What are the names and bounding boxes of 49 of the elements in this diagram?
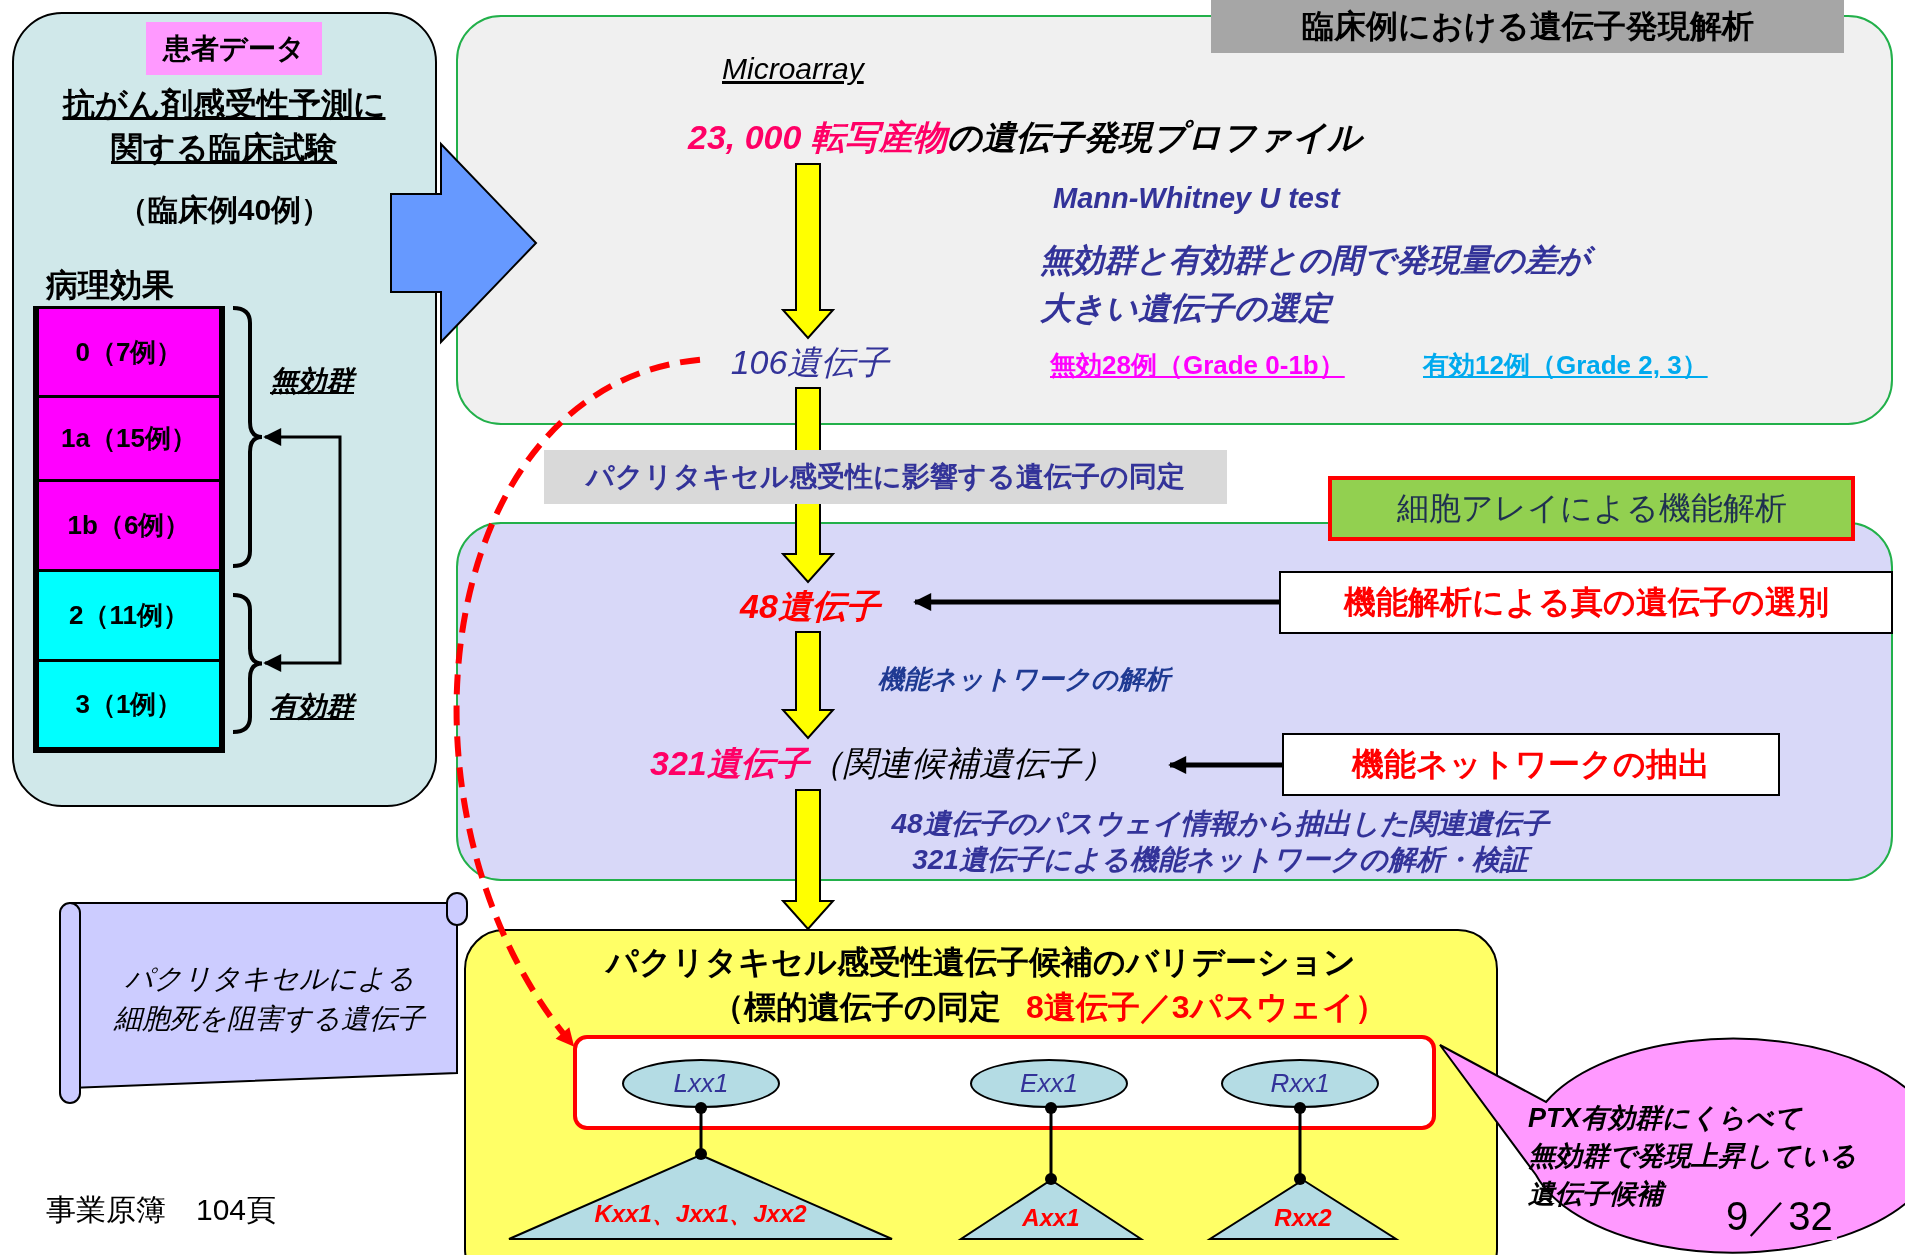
panel-heading: 臨床例における遺伝子発現解析: [1211, 0, 1844, 53]
page-reference: 事業原簿 104頁: [46, 1192, 277, 1228]
arrow: [1168, 756, 1282, 774]
edge-label: パクリタキセル感受性に影響する遺伝子の同定: [544, 450, 1227, 504]
gene-triangle: Kxx1、Jxx1、Jxx2: [508, 1154, 893, 1240]
group-count: 無効28例（Grade 0-1b）: [1050, 349, 1345, 382]
gene-count: 321遺伝子: [650, 743, 809, 784]
table-cell: 0（7例）: [33, 306, 225, 398]
connector-line: [695, 1102, 707, 1160]
table-cell: 2（11例）: [33, 569, 225, 662]
connector-line: [1045, 1102, 1057, 1185]
case-count: （臨床例40例）: [116, 192, 333, 228]
panel-title: パクリタキセル感受性遺伝子候補のバリデーション: [604, 943, 1357, 982]
double-arrow: [263, 428, 342, 672]
panel-heading: 細胞アレイによる機能解析: [1328, 476, 1855, 541]
block-arrow: [780, 631, 836, 740]
gene-ellipse: Rxx1: [1221, 1059, 1379, 1108]
panel-subtitle: （標的遺伝子の同定: [711, 988, 1001, 1027]
study-title: 抗がん剤感受性予測に関する臨床試験: [61, 85, 387, 168]
block-arrow: [390, 141, 538, 345]
table-heading: 病理効果: [46, 266, 174, 305]
note-box: 機能解析による真の遺伝子の選別: [1279, 571, 1893, 634]
criterion-note: 無効群と有効群との間で発現量の差が大きい遺伝子の選定: [1040, 236, 1600, 332]
gene-triangle: Rxx2: [1209, 1179, 1397, 1240]
block-arrow: [780, 163, 836, 340]
gene-count: 106遺伝子: [700, 338, 920, 388]
gene-ellipse: Exx1: [970, 1059, 1128, 1108]
group-count: 有効12例（Grade 2, 3）: [1423, 349, 1708, 382]
gene-triangle: Axx1: [960, 1179, 1142, 1240]
dashed-arrow: [453, 356, 701, 1048]
patient-data-panel: [12, 12, 437, 807]
test-label: Mann-Whitney U test: [1053, 182, 1340, 215]
curly-bracket: [231, 306, 265, 568]
step-note: 48遺伝子のパスウェイ情報から抽出した関連遺伝子 321遺伝子による機能ネットワークの解析・検証: [890, 807, 1552, 877]
arrow: [913, 593, 1279, 611]
gene-box: [573, 1035, 1436, 1130]
validation-panel: [464, 929, 1498, 1255]
table-cell: 1b（6例）: [33, 479, 225, 572]
block-arrow: [780, 789, 836, 931]
method-label: Microarray: [722, 52, 864, 86]
table-cell: 1a（15例）: [33, 395, 225, 482]
target-count: 8遺伝子／3パスウェイ）: [1026, 988, 1388, 1027]
curly-bracket: [231, 593, 265, 734]
gene-count: 48遺伝子: [705, 582, 915, 632]
gene-ellipse: Lxx1: [622, 1059, 780, 1108]
note-box: 機能ネットワークの抽出: [1282, 733, 1780, 796]
data-tag: 患者データ: [146, 22, 322, 75]
table-cell: 3（1例）: [33, 659, 225, 753]
connector-line: [1294, 1102, 1306, 1185]
